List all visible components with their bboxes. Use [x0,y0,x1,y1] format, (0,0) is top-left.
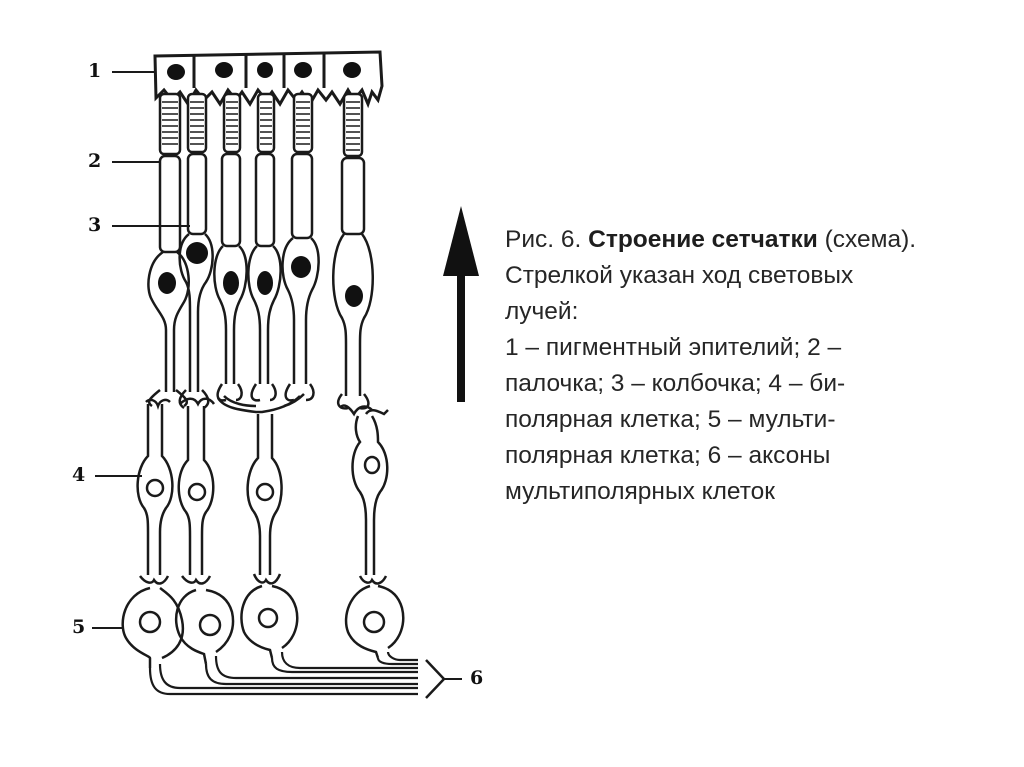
figure-title-note: (схема). [824,226,917,253]
legend-line-4: полярная клетка; 6 – аксоны [505,442,831,469]
axons [148,651,418,696]
photoreceptor-nuclei [158,242,363,307]
label-5-multipolar-cell: 5 [72,616,86,638]
caption-line-3: лучей: [505,298,579,325]
caption-line-2: Стрелкой указан ход световых [505,262,854,289]
legend-line-5: мультиполярных клеток [505,478,776,505]
label-1-pigment-epithelium: 1 [88,60,102,82]
label-3-cone: 3 [88,214,102,236]
axons-bracket [425,659,446,699]
bipolar-nuclei [145,455,381,502]
caption-title-line: Рис. 6. Строение сетчатки (схема). [505,222,975,258]
legend-line-1: 1 – пигментный эпителий; 2 – [505,334,842,361]
light-direction-arrow [443,206,479,402]
leader-lines [92,71,462,680]
legend-line-2: палочка; 3 – колбочка; 4 – би- [505,370,846,397]
figure-number: Рис. 6. [505,226,582,253]
photoreceptors [147,152,374,410]
label-4-bipolar-cell: 4 [72,464,86,486]
outer-segment-striations [162,101,360,151]
figure-title: Строение сетчатки [588,226,818,253]
label-2-rod: 2 [88,150,102,172]
multipolar-cells [121,584,405,668]
label-6-axons: 6 [470,667,484,689]
bipolar-synapses [139,573,388,585]
bipolar-cells [136,393,389,575]
figure-caption: Рис. 6. Строение сетчатки (схема). Стрел… [505,222,975,510]
legend-line-3: полярная клетка; 5 – мульти- [505,406,836,433]
outer-segments [158,92,364,158]
